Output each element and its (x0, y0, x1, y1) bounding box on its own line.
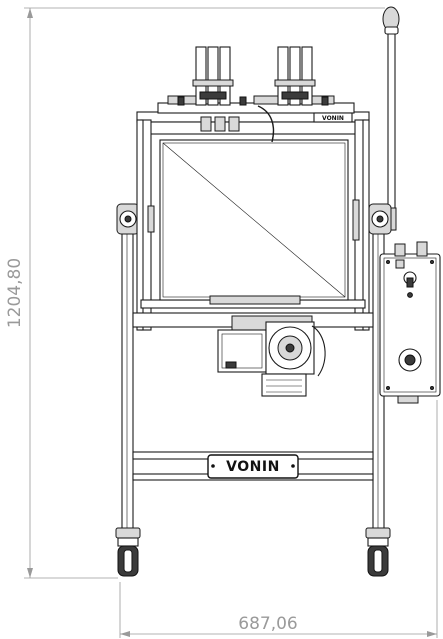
height-dimension: 1204,80 (5, 7, 385, 579)
width-dimension: 687,06 (119, 400, 438, 638)
height-dimension-label: 1204,80 (5, 258, 25, 328)
front-brand-plate: VONIN (207, 454, 299, 479)
top-assembly: VONIN (157, 46, 355, 143)
motor-gearbox (217, 315, 326, 397)
control-box (379, 241, 441, 404)
front-brand-text: VONIN (226, 459, 280, 475)
width-dimension-label: 687,06 (238, 614, 297, 634)
vessel (159, 139, 349, 305)
right-caster (365, 527, 391, 577)
top-brand-text: VONIN (322, 115, 344, 122)
left-caster (115, 527, 141, 577)
lever-handle (382, 6, 400, 231)
